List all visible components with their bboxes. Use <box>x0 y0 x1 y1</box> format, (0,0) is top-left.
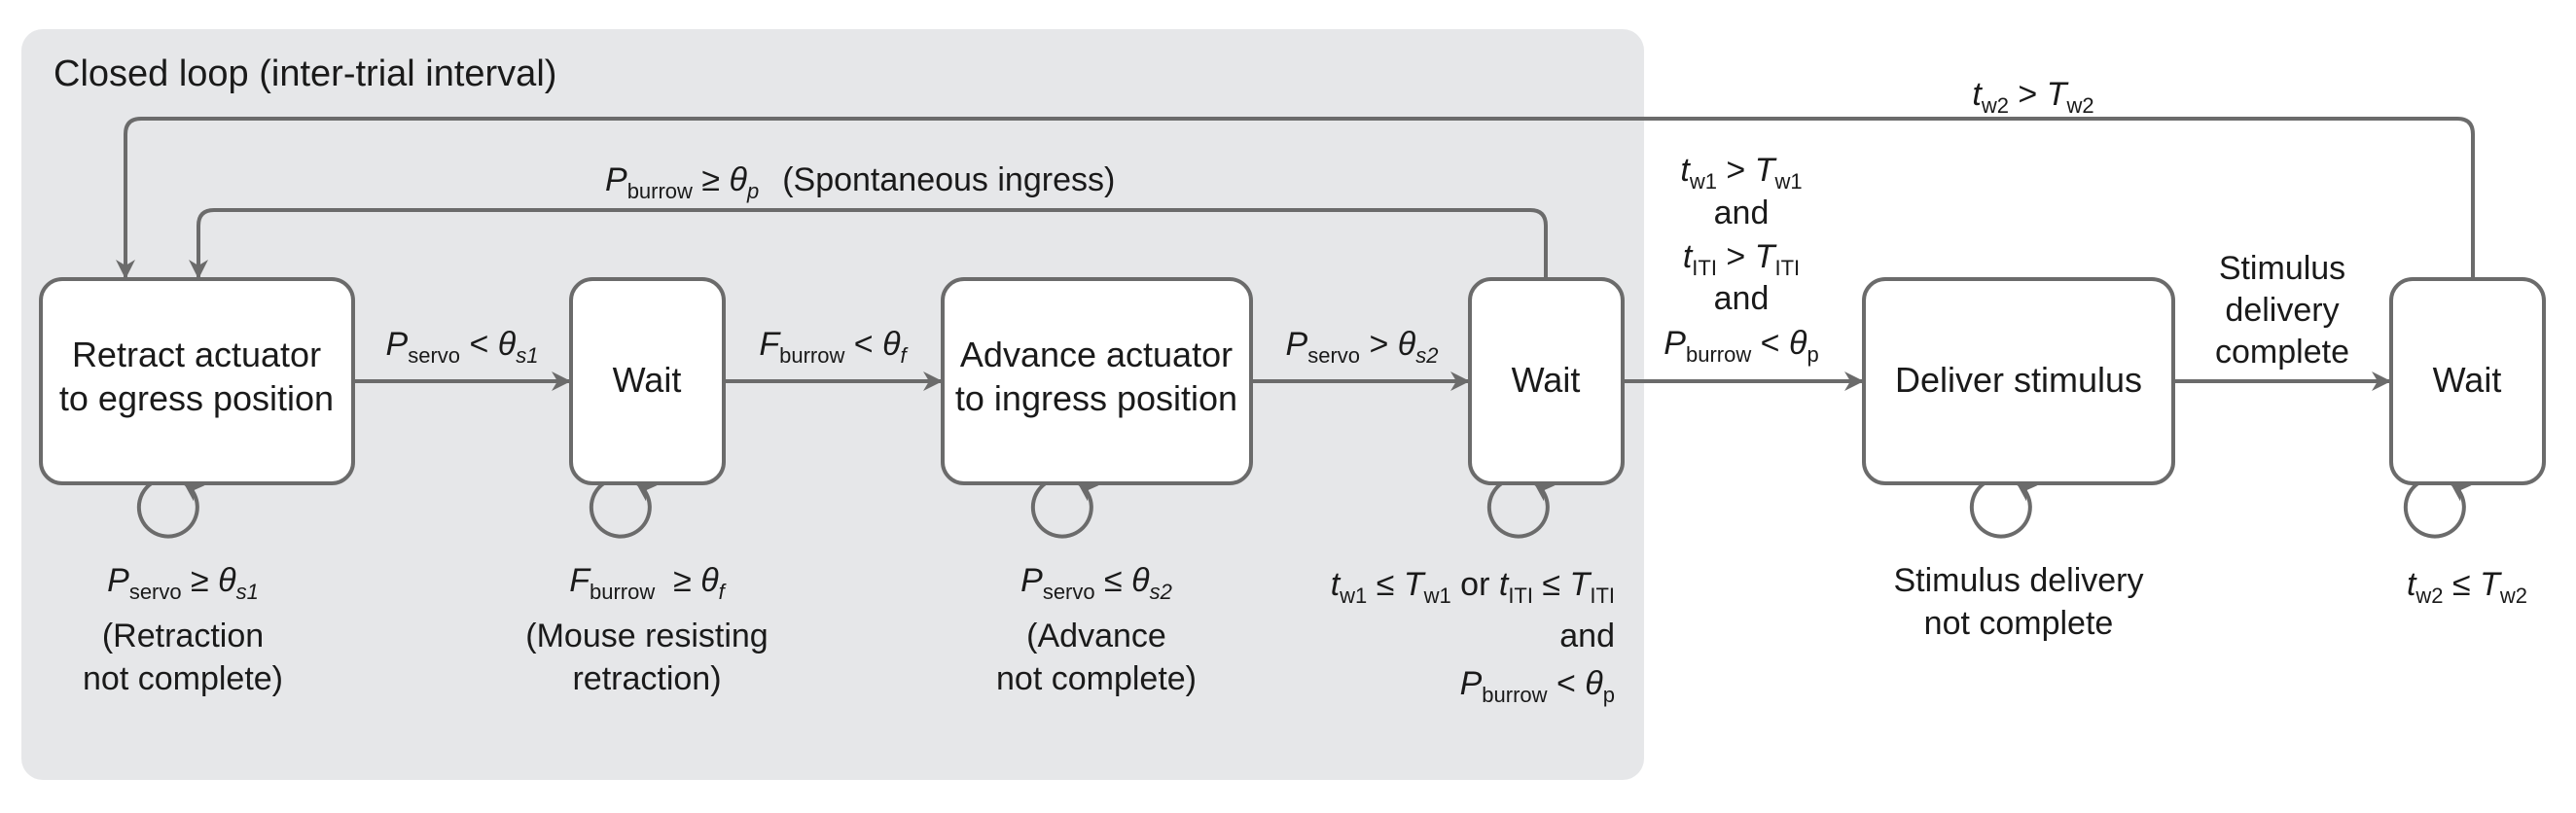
node-retract: Retract actuator to egress position <box>39 277 355 485</box>
svg-text:not complete): not complete) <box>83 660 283 697</box>
label-self-loop-deliver: Stimulus delivery not complete <box>1894 562 2144 642</box>
svg-text:tITI > TITI: tITI > TITI <box>1683 238 1800 280</box>
self-loop-wait1 <box>589 477 658 539</box>
node-wait-1: Wait <box>569 277 726 485</box>
svg-text:not complete: not complete <box>1924 605 2114 642</box>
svg-text:retraction): retraction) <box>572 660 721 697</box>
label-wait2-to-deliver: tw1 > Tw1 and tITI > TITI and Pburrow < … <box>1664 152 1818 367</box>
self-loop-retract <box>136 477 205 539</box>
label-self-loop-retract: Pservo ≥ θs1 (Retraction not complete) <box>83 562 283 697</box>
label-retract-to-wait1: Pservo < θs1 <box>386 326 539 368</box>
node-deliver-stimulus: Deliver stimulus <box>1862 277 2175 485</box>
label-wait1-to-advance: Fburrow < θf <box>759 326 909 368</box>
svg-text:to egress position: to egress position <box>59 378 334 418</box>
svg-text:Pburrow < θp: Pburrow < θp <box>1460 665 1615 707</box>
svg-text:and: and <box>1714 194 1770 231</box>
svg-text:Wait: Wait <box>1512 360 1581 400</box>
svg-text:not complete): not complete) <box>996 660 1197 697</box>
svg-text:and: and <box>1714 280 1770 317</box>
label-self-loop-wait3: tw2 ≤ Tw2 <box>2407 566 2527 608</box>
svg-text:Pservo ≤ θs2: Pservo ≤ θs2 <box>1020 562 1172 604</box>
region-title: Closed loop (inter-trial interval) <box>54 53 556 94</box>
label-deliver-to-wait3: Stimulus delivery complete <box>2215 250 2349 371</box>
svg-text:delivery: delivery <box>2225 292 2339 329</box>
svg-text:to ingress position: to ingress position <box>955 378 1237 418</box>
svg-text:(Retraction: (Retraction <box>102 618 264 654</box>
svg-text:Deliver stimulus: Deliver stimulus <box>1895 360 2142 400</box>
svg-text:and: and <box>1559 618 1615 654</box>
svg-text:tw1 > Tw1: tw1 > Tw1 <box>1680 152 1802 194</box>
svg-text:(Advance: (Advance <box>1026 618 1166 654</box>
label-wait2-to-retract: Pburrow ≥ θp(Spontaneous ingress) <box>605 161 1115 203</box>
svg-text:Wait: Wait <box>2433 360 2502 400</box>
svg-text:complete: complete <box>2215 334 2349 371</box>
arrow-wait3-to-retract <box>116 117 2475 279</box>
self-loop-wait3 <box>2403 477 2472 539</box>
node-advance: Advance actuator to ingress position <box>941 277 1253 485</box>
svg-text:Advance actuator: Advance actuator <box>960 335 1233 374</box>
svg-text:Retract actuator: Retract actuator <box>72 335 321 374</box>
self-loop-deliver <box>1969 477 2038 539</box>
svg-text:Pburrow < θp: Pburrow < θp <box>1664 325 1818 367</box>
self-loop-advance <box>1030 477 1099 539</box>
label-advance-to-wait2: Pservo > θs2 <box>1286 326 1439 368</box>
svg-text:Pservo ≥ θs1: Pservo ≥ θs1 <box>107 562 259 604</box>
label-self-loop-wait2: tw1 ≤ Tw1 or tITI ≤ TITI and Pburrow < θ… <box>1331 566 1615 707</box>
self-loop-wait2 <box>1486 477 1556 539</box>
closed-loop-region <box>21 29 1644 780</box>
arrow-wait2-to-retract <box>189 208 1548 279</box>
svg-text:Wait: Wait <box>613 360 682 400</box>
svg-text:Fburrow ≥ θf: Fburrow ≥ θf <box>569 562 727 604</box>
node-wait-2: Wait <box>1468 277 1625 485</box>
label-self-loop-wait1: Fburrow ≥ θf (Mouse resisting retraction… <box>525 562 768 697</box>
svg-text:tw1 ≤ Tw1 or tITI ≤ TITI: tw1 ≤ Tw1 or tITI ≤ TITI <box>1331 566 1615 608</box>
svg-text:(Mouse resisting: (Mouse resisting <box>525 618 768 654</box>
svg-text:Stimulus delivery: Stimulus delivery <box>1894 562 2144 599</box>
label-wait3-to-retract: tw2 > Tw2 <box>1972 76 2093 118</box>
label-self-loop-advance: Pservo ≤ θs2 (Advance not complete) <box>996 562 1197 697</box>
node-wait-3: Wait <box>2389 277 2546 485</box>
svg-text:Stimulus: Stimulus <box>2219 250 2345 287</box>
